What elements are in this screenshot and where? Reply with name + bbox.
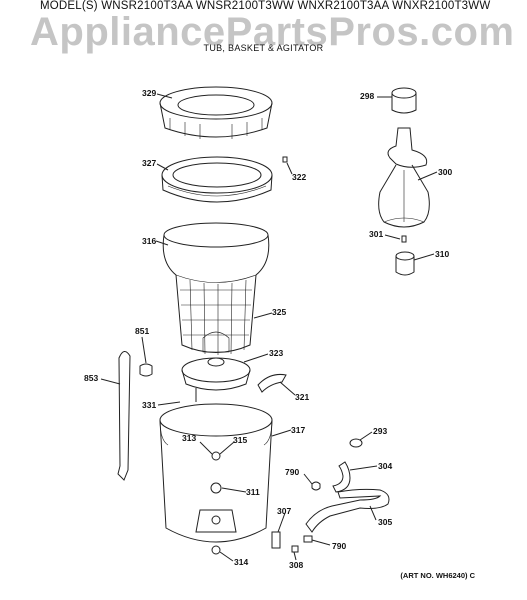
- agitator-cap-part[interactable]: [391, 87, 417, 114]
- callout-790-lower: 790: [332, 541, 347, 551]
- callout-304: 304: [378, 461, 393, 471]
- callout-790-upper: 790: [285, 467, 300, 477]
- callout-301: 301: [369, 229, 384, 239]
- callout-322: 322: [292, 172, 307, 182]
- callout-329: 329: [142, 88, 157, 98]
- agitator-bolt-part[interactable]: [401, 235, 407, 243]
- callout-298: 298: [360, 91, 375, 101]
- callout-321: 321: [295, 392, 310, 402]
- basket-hub-part[interactable]: [181, 357, 251, 402]
- callout-313: 313: [182, 433, 197, 443]
- callout-310: 310: [435, 249, 450, 259]
- callout-325: 325: [272, 307, 287, 317]
- wash-basket-part[interactable]: [162, 222, 270, 355]
- model-list: MODEL(S) WNSR2100T3AA WNSR2100T3WW WNXR2…: [40, 0, 491, 12]
- callout-300: 300: [438, 167, 453, 177]
- leader-lines: [100, 93, 438, 562]
- callout-305: 305: [378, 517, 393, 527]
- agitator-part[interactable]: [378, 127, 430, 228]
- callout-853: 853: [84, 373, 99, 383]
- drain-hose-part[interactable]: [305, 461, 390, 533]
- callout-293: 293: [373, 426, 388, 436]
- callout-308: 308: [289, 560, 304, 570]
- screw-part[interactable]: [282, 156, 288, 163]
- callout-315: 315: [233, 435, 248, 445]
- callout-851: 851: [135, 326, 150, 336]
- tub-cover-part[interactable]: [159, 86, 273, 139]
- callout-314: 314: [234, 557, 249, 567]
- diagram-title: TUB, BASKET & AGITATOR: [203, 43, 324, 53]
- callout-316: 316: [142, 236, 157, 246]
- callout-311: 311: [246, 487, 260, 497]
- callout-331: 331: [142, 400, 157, 410]
- watermark: AppliancePartsPros.com: [30, 10, 515, 54]
- callout-307: 307: [277, 506, 292, 516]
- callout-327: 327: [142, 158, 157, 168]
- outer-tub-part[interactable]: [159, 403, 273, 555]
- callout-323: 323: [269, 348, 284, 358]
- callout-317: 317: [291, 425, 306, 435]
- hose-clamp-part[interactable]: [349, 438, 363, 448]
- pad-part[interactable]: [257, 374, 287, 393]
- bracket-part[interactable]: [271, 481, 321, 553]
- hose-part[interactable]: [117, 351, 131, 481]
- balance-ring-part[interactable]: [161, 156, 273, 203]
- agitator-base-part[interactable]: [395, 251, 415, 276]
- art-number: (ART NO. WH6240) C: [400, 571, 475, 580]
- clip-part[interactable]: [139, 363, 153, 377]
